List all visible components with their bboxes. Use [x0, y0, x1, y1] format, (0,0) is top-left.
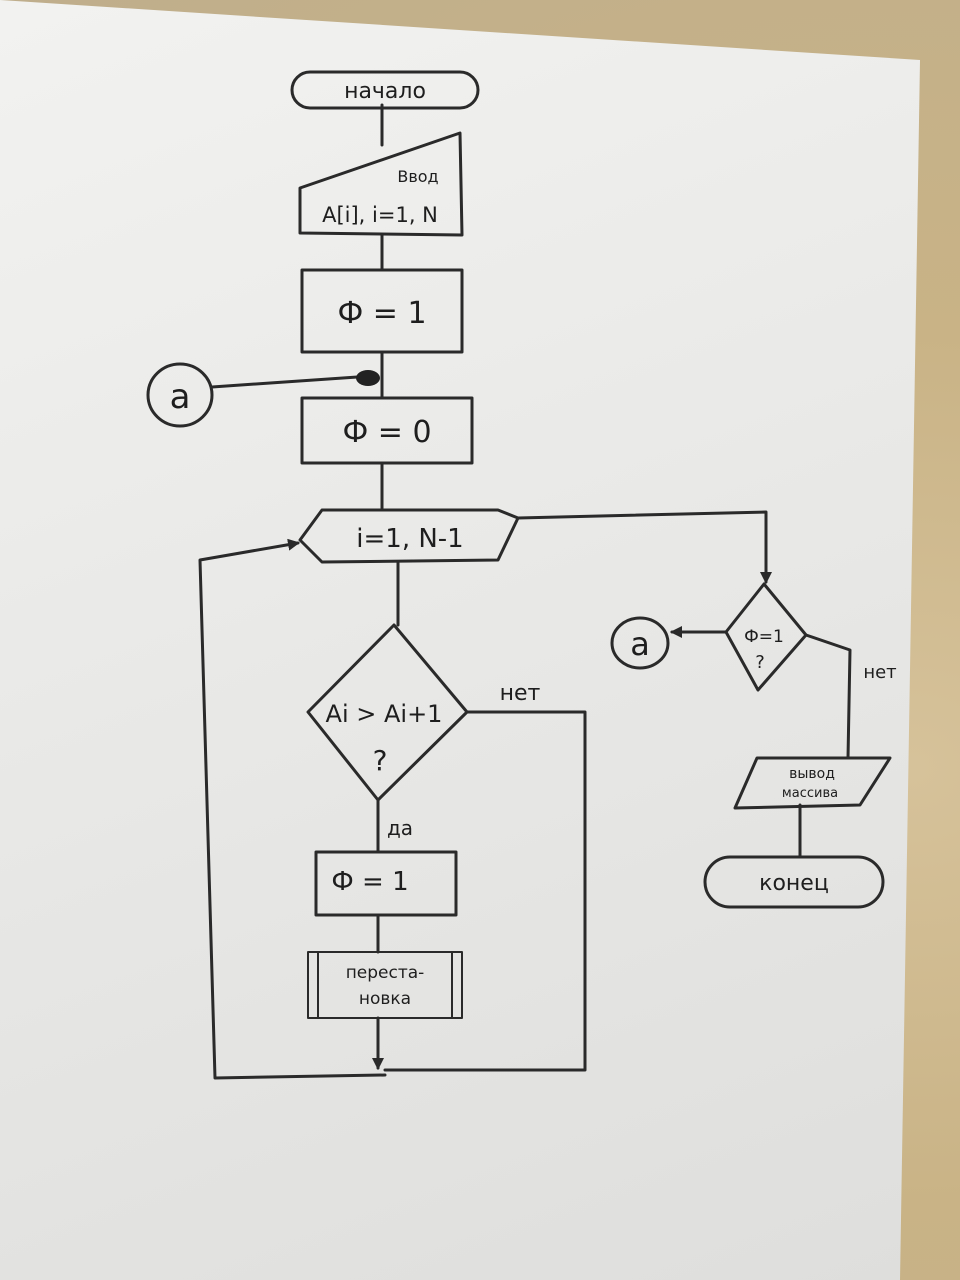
process-flag-one: Ф = 1: [300, 268, 464, 354]
check-no-label: нет: [863, 662, 896, 683]
decision-check-flag: Ф=1 ?: [724, 582, 808, 692]
edge-check-no: [804, 633, 852, 760]
flag-one-label: Ф = 1: [337, 296, 426, 331]
subprocess-swap: переста- новка: [307, 951, 463, 1019]
flag-assign-label: Ф = 1: [331, 867, 408, 897]
junction-mark: [356, 370, 380, 386]
connector-a-right-label: a: [630, 625, 650, 663]
check-flag-question: ?: [755, 652, 765, 673]
compare-question: ?: [373, 744, 388, 777]
compare-yes-label: да: [387, 816, 413, 840]
edge-connector-a-left: [210, 374, 374, 389]
output-block: вывод массива: [733, 756, 892, 810]
flag-zero-label: Ф = 0: [342, 415, 431, 450]
edge-compare-no: [383, 710, 587, 1072]
input-title: Ввод: [397, 167, 438, 186]
compare-label: Ai > Ai+1: [326, 700, 443, 728]
end-terminal: конец: [703, 855, 885, 909]
output-label-line1: вывод: [789, 766, 835, 782]
swap-label-line2: новка: [359, 989, 411, 1009]
connector-a-left-label: a: [170, 377, 191, 417]
input-array-label: A[i], i=1, N: [322, 203, 438, 227]
loop-label: i=1, N-1: [356, 524, 463, 554]
check-flag-label: Ф=1: [744, 627, 784, 647]
connector-a-left: a: [146, 362, 214, 428]
decision-compare: Ai > Ai+1 ?: [306, 623, 469, 802]
connector-lines: [198, 103, 852, 1080]
output-label-line2: массива: [782, 786, 838, 801]
connector-a-right: a: [610, 616, 670, 670]
input-block: Ввод A[i], i=1, N: [298, 131, 464, 237]
end-label: конец: [759, 871, 829, 896]
start-terminal: начало: [290, 70, 480, 110]
process-flag-assign: Ф = 1: [314, 850, 458, 917]
edge-loop-exit: [516, 510, 772, 584]
swap-label-line1: переста-: [346, 963, 425, 983]
process-flag-zero: Ф = 0: [300, 396, 474, 465]
compare-no-label: нет: [500, 681, 541, 706]
loop-block: i=1, N-1: [298, 508, 520, 564]
start-label: начало: [344, 79, 426, 104]
edge-loop-back: [198, 538, 387, 1080]
